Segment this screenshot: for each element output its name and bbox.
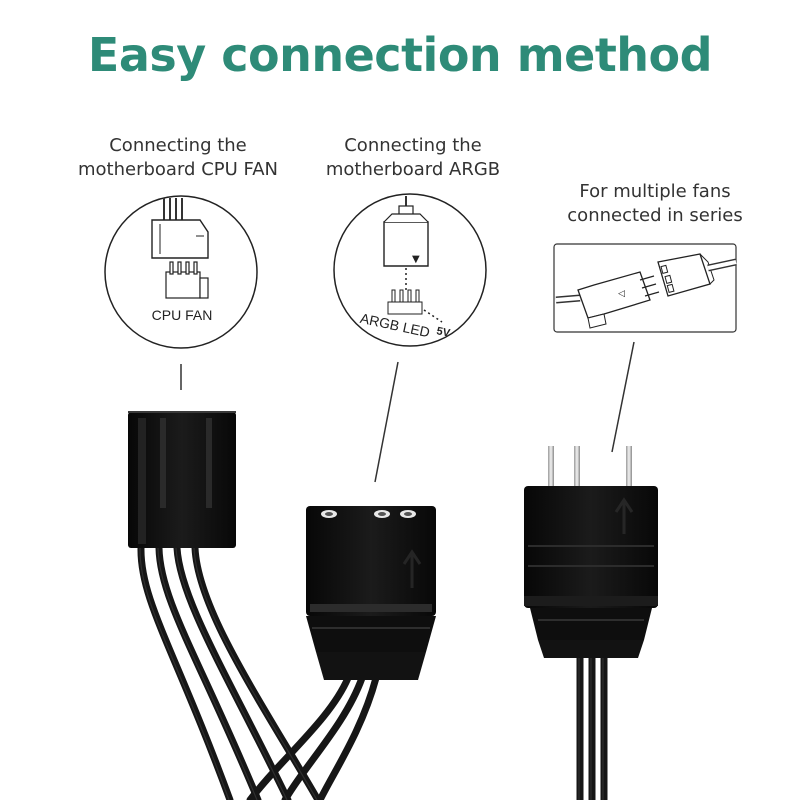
cpu-fan-header-diagram: CPU FAN — [104, 195, 258, 349]
svg-text:◁: ◁ — [618, 289, 625, 299]
caption-cpu-line2: motherboard CPU FAN — [78, 159, 278, 180]
pointer-lines — [180, 341, 635, 483]
caption-cpu-fan: Connecting the motherboard CPU FAN — [60, 134, 296, 182]
caption-series: For multiple fans connected in series — [530, 180, 780, 228]
caption-series-line1: For multiple fans — [579, 181, 731, 202]
3pin-argb-male-connector — [524, 446, 658, 658]
caption-cpu-line1: Connecting the — [109, 135, 247, 156]
3pin-argb-female-connector — [306, 506, 436, 680]
4pin-fan-connector — [128, 411, 236, 548]
svg-text:▼: ▼ — [412, 254, 420, 265]
argb-voltage-label: 5V — [435, 325, 451, 340]
series-connector-diagram: ◁ — [553, 243, 737, 333]
cables — [137, 544, 608, 800]
cpu-fan-label: CPU FAN — [152, 307, 213, 323]
caption-series-line2: connected in series — [567, 205, 743, 226]
caption-argb: Connecting the motherboard ARGB — [300, 134, 526, 182]
argb-header-diagram: ▼ 5V ARGB LED — [333, 193, 487, 347]
caption-argb-line2: motherboard ARGB — [325, 159, 501, 180]
page-title: Easy connection method — [87, 28, 713, 82]
caption-argb-line1: Connecting the — [344, 135, 482, 156]
